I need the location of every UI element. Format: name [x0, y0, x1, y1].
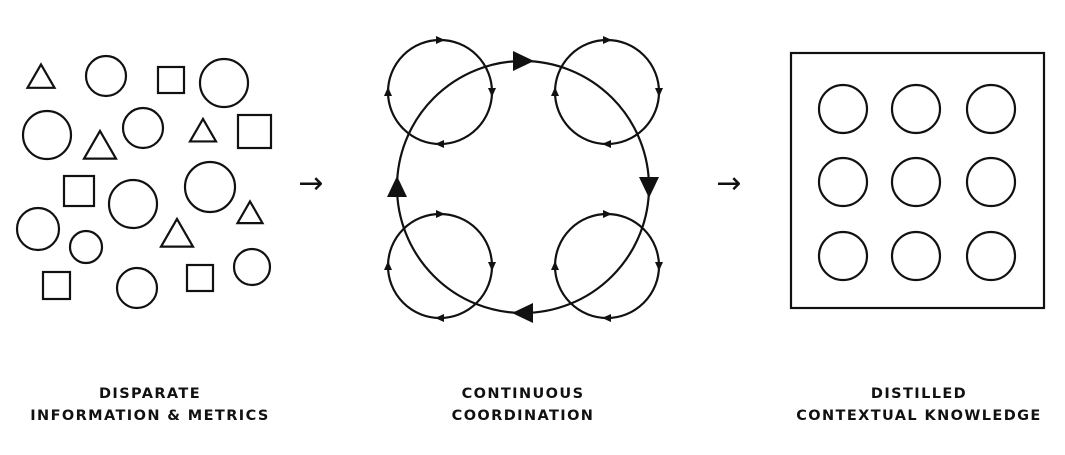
square-shape: [185, 263, 215, 293]
arrowhead-shape: [387, 176, 407, 197]
arrowhead-shape: [655, 88, 663, 97]
cycle-arrow-left: [387, 176, 407, 197]
stage-label-line: DISTILLED: [870, 386, 968, 402]
cycle-arrow-bottom: [512, 303, 533, 323]
stage-label-line: INFORMATION & METRICS: [30, 408, 270, 424]
triangle-shape: [25, 62, 57, 89]
stage-label-disparate: DISPARATE INFORMATION & METRICS: [0, 383, 300, 427]
knowledge-circles: [817, 83, 1017, 282]
arrowhead-shape: [551, 261, 559, 270]
circle-shape: [68, 229, 104, 265]
arrowhead-shape: [488, 262, 496, 271]
flow-arrow-2: →: [716, 166, 741, 201]
arrowhead-shape: [435, 140, 444, 148]
square-shape: [62, 174, 96, 208]
stage-label-coordination: CONTINUOUS COORDINATION: [373, 383, 673, 427]
sub-cycle-arrow: [655, 262, 663, 271]
coordination-cycle: [384, 36, 663, 323]
sub-cycle-arrow: [435, 140, 444, 148]
arrowhead-shape: [551, 87, 559, 96]
sub-cycle-arrow: [551, 87, 559, 96]
arrowhead-shape: [655, 262, 663, 271]
knowledge-circle: [890, 156, 942, 208]
knowledge-circle: [817, 230, 869, 282]
cycle-arrow-right: [639, 177, 659, 198]
sub-cycle-arrow: [435, 314, 444, 322]
main-cycle-ring: [395, 59, 651, 315]
square-shape: [41, 270, 72, 301]
arrowhead-shape: [602, 140, 611, 148]
sub-cycle-arrow: [602, 140, 611, 148]
disparate-shapes-cluster: [15, 54, 273, 310]
stage-label-line: COORDINATION: [451, 408, 595, 424]
knowledge-circle: [817, 156, 869, 208]
circle-shape: [107, 178, 159, 230]
arrowhead-shape: [513, 51, 534, 71]
sub-cycle-arrow: [436, 210, 445, 218]
knowledge-circle: [965, 156, 1017, 208]
knowledge-grid-box: [789, 51, 1046, 310]
circle-shape: [15, 206, 61, 252]
circle-shape: [183, 160, 237, 214]
arrowhead-shape: [512, 303, 533, 323]
triangle-shape: [235, 199, 265, 225]
sub-cycle-2: [551, 36, 663, 148]
sub-cycle-ring: [386, 212, 494, 320]
stage-label-line: CONTINUOUS: [461, 386, 585, 402]
square-shape: [236, 113, 273, 150]
arrowhead-shape: [639, 177, 659, 198]
flow-arrow-1: →: [298, 166, 323, 201]
sub-cycle-arrow: [384, 261, 392, 270]
sub-cycle-arrow: [488, 262, 496, 271]
triangle-shape: [82, 128, 118, 160]
arrowhead-shape: [602, 314, 611, 322]
stage-label-knowledge: DISTILLED CONTEXTUAL KNOWLEDGE: [769, 383, 1065, 427]
sub-cycle-arrow: [488, 88, 496, 97]
cycle-arrow-top: [513, 51, 534, 71]
sub-cycle-ring: [553, 212, 661, 320]
circle-shape: [121, 106, 165, 150]
circle-shape: [232, 247, 272, 287]
circle-shape: [84, 54, 128, 98]
arrowhead-shape: [603, 210, 612, 218]
sub-cycle-3: [384, 210, 496, 322]
knowledge-circle: [817, 83, 869, 135]
triangle-shape: [188, 116, 218, 143]
arrowhead-shape: [384, 87, 392, 96]
knowledge-circle: [965, 230, 1017, 282]
sub-cycle-arrow: [384, 87, 392, 96]
sub-cycle-1: [384, 36, 496, 148]
arrowhead-shape: [603, 36, 612, 44]
sub-cycle-4: [551, 210, 663, 322]
circle-shape: [198, 57, 250, 109]
stage-label-line: DISPARATE: [98, 386, 202, 402]
arrowhead-shape: [384, 261, 392, 270]
circle-shape: [115, 266, 159, 310]
sub-cycle-arrow: [551, 261, 559, 270]
sub-cycle-arrow: [603, 210, 612, 218]
triangle-shape: [159, 216, 195, 248]
square-shape: [156, 65, 186, 95]
knowledge-frame: [789, 51, 1046, 310]
knowledge-circle: [890, 83, 942, 135]
arrowhead-shape: [435, 314, 444, 322]
sub-cycle-arrow: [436, 36, 445, 44]
knowledge-circle: [965, 83, 1017, 135]
stage-label-line: CONTEXTUAL KNOWLEDGE: [796, 408, 1042, 424]
sub-cycle-arrow: [655, 88, 663, 97]
sub-cycle-arrow: [603, 36, 612, 44]
arrowhead-shape: [436, 36, 445, 44]
circle-shape: [21, 109, 73, 161]
arrowhead-shape: [436, 210, 445, 218]
sub-cycle-arrow: [602, 314, 611, 322]
arrowhead-shape: [488, 88, 496, 97]
knowledge-circle: [890, 230, 942, 282]
